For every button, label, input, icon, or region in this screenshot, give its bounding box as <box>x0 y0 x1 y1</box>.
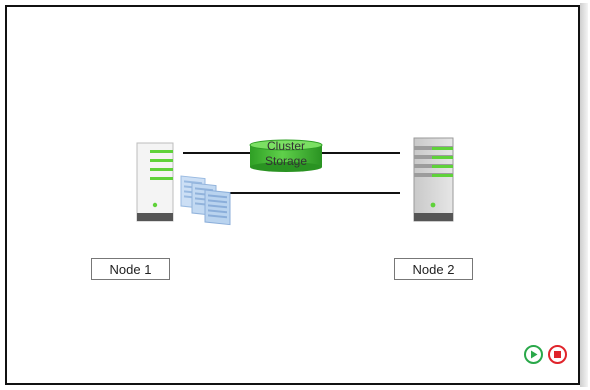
cluster-storage-label: Cluster Storage <box>250 139 322 169</box>
node-1-label: Node 1 <box>91 258 170 280</box>
document-stack-icon <box>180 175 231 226</box>
database-cylinder-icon <box>249 139 323 172</box>
server-left-icon <box>136 142 174 222</box>
cluster-storage-label-line2: Storage <box>264 154 308 168</box>
play-button[interactable] <box>524 345 543 364</box>
slide-frame <box>5 5 580 385</box>
server-right-icon <box>413 137 454 222</box>
play-icon <box>531 350 538 359</box>
stop-button[interactable] <box>548 345 567 364</box>
stop-icon <box>554 351 561 358</box>
cluster-storage-label-line1: Cluster <box>266 139 305 153</box>
slide-edge-shadow <box>580 3 588 387</box>
node-2-label: Node 2 <box>394 258 473 280</box>
